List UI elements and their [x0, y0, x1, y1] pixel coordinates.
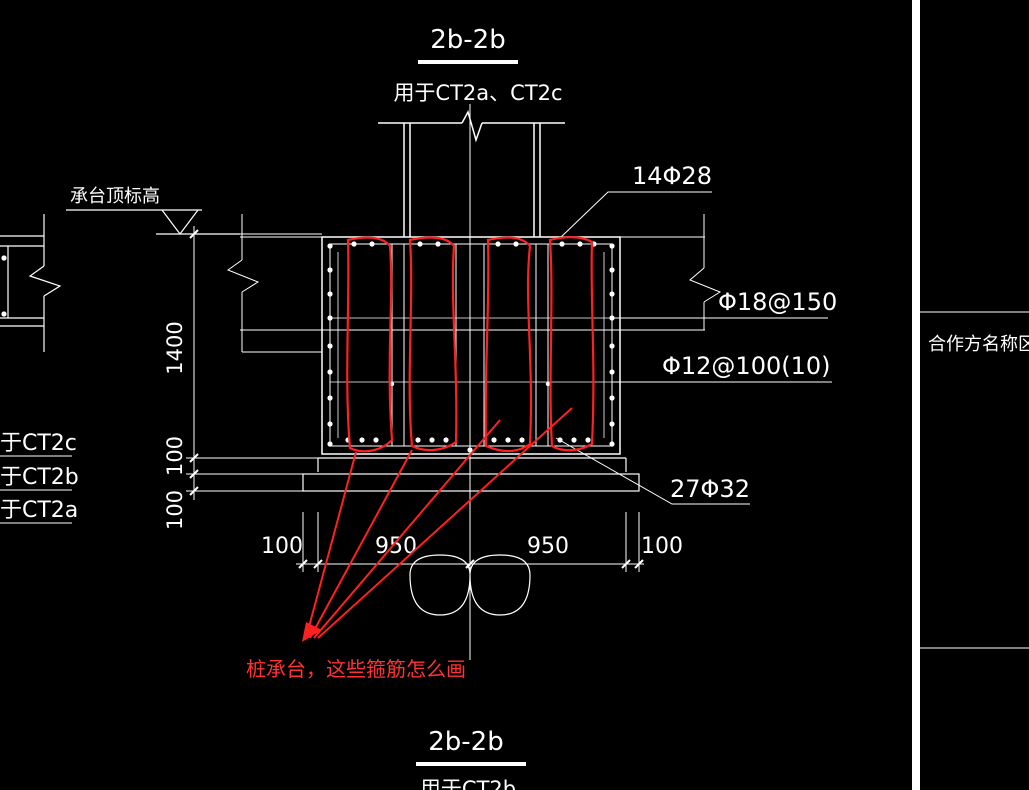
- vertical-dimension: [186, 226, 322, 500]
- markup-arrowhead: [302, 622, 322, 642]
- cushion: [302, 457, 640, 616]
- dim-height: 1400: [163, 321, 187, 374]
- title-block-label: 合作方名称区: [928, 334, 1029, 355]
- left-note-3: 于CT2a: [0, 498, 78, 523]
- elevation-marker: [66, 209, 240, 235]
- dim-h-1: 100: [261, 534, 303, 559]
- label-bottom-bars: 27Φ32: [670, 475, 750, 503]
- section-header-top: 2b-2b 用于CT2a、CT2c: [393, 25, 562, 105]
- section-subtitle-top: 用于CT2a、CT2c: [393, 81, 562, 105]
- markup-arrows: [305, 407, 573, 639]
- title-block: 合作方名称区: [912, 0, 1029, 790]
- markup-stirrup-outlines: [346, 236, 595, 453]
- rebar-leaders: [555, 191, 832, 505]
- label-stirrups: Φ12@100(10): [662, 352, 831, 380]
- label-top-bars: 14Φ28: [632, 162, 712, 190]
- horizontal-dimension: [296, 512, 644, 572]
- elevation-label: 承台顶标高: [70, 186, 160, 207]
- section-title-bottom: 2b-2b: [428, 727, 503, 757]
- dim-h-3: 950: [527, 534, 569, 559]
- section-subtitle-bottom: 用于CT2b: [420, 777, 516, 790]
- dim-cover-2: 100: [163, 490, 187, 530]
- dim-h-4: 100: [641, 534, 683, 559]
- label-side-bars: Φ18@150: [718, 288, 837, 316]
- markup-annotation: 桩承台，这些箍筋怎么画: [246, 657, 466, 681]
- section-title-top: 2b-2b: [430, 25, 505, 55]
- left-note-1: 于CT2c: [0, 431, 77, 456]
- pile-cap: [226, 214, 722, 455]
- left-fragment-dots: [1, 255, 7, 317]
- left-fragment: [0, 214, 72, 524]
- section-header-bottom: 2b-2b 用于CT2b: [416, 727, 526, 790]
- dim-cover-1: 100: [163, 436, 187, 476]
- rebar-dots: [327, 241, 615, 453]
- left-note-2: 于CT2b: [0, 465, 79, 490]
